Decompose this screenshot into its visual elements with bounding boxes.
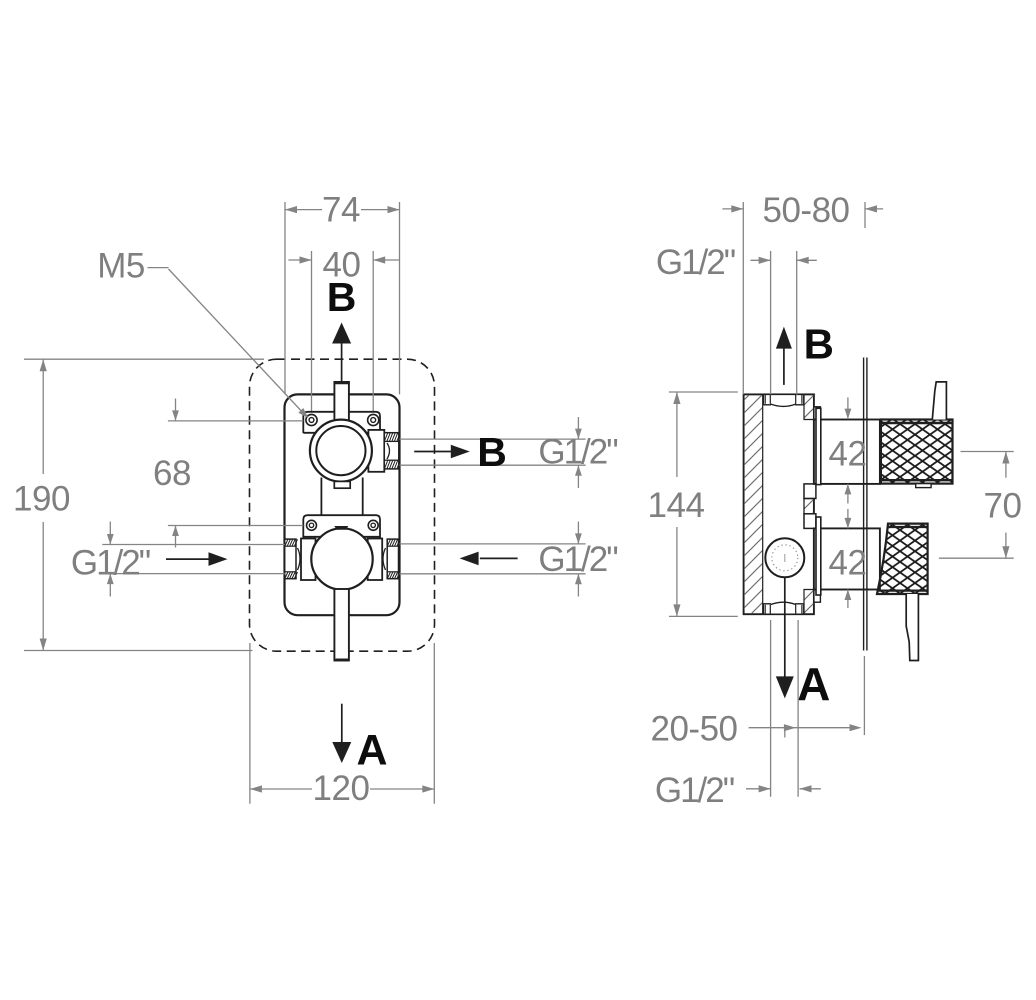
svg-text:70: 70 [984, 486, 1022, 525]
svg-text:G1/2": G1/2" [71, 544, 150, 583]
svg-text:190: 190 [13, 480, 70, 519]
svg-text:74: 74 [322, 191, 360, 230]
svg-text:68: 68 [153, 454, 191, 493]
svg-text:B: B [327, 274, 357, 320]
svg-text:G1/2": G1/2" [655, 771, 734, 810]
svg-text:G1/2": G1/2" [656, 243, 735, 282]
svg-text:120: 120 [313, 769, 370, 808]
svg-text:A: A [797, 658, 830, 710]
svg-text:144: 144 [648, 486, 705, 525]
svg-text:G1/2": G1/2" [538, 540, 617, 579]
svg-text:42: 42 [829, 435, 867, 474]
svg-text:A: A [356, 727, 387, 775]
svg-text:42: 42 [829, 544, 867, 583]
svg-text:20-50: 20-50 [650, 710, 737, 749]
svg-text:B: B [477, 429, 507, 475]
svg-text:40: 40 [323, 245, 361, 284]
svg-text:M5: M5 [97, 247, 145, 286]
svg-text:50-80: 50-80 [762, 191, 849, 230]
svg-text:B: B [804, 321, 834, 368]
